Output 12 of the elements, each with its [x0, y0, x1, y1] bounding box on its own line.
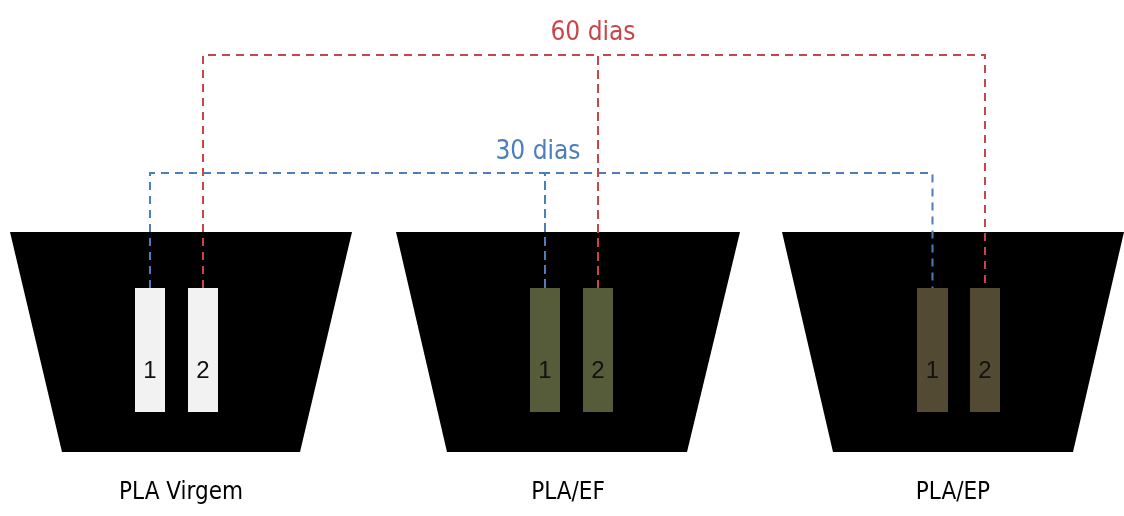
container-label: PLA/EF — [530, 476, 606, 506]
dashed-connector — [202, 54, 599, 289]
container-label: PLA Virgem — [118, 476, 244, 506]
sample-strip: 1 — [135, 288, 165, 412]
sample-strip: 2 — [583, 288, 613, 412]
sample-strip: 1 — [530, 288, 560, 412]
sample-strip: 1 — [917, 288, 948, 412]
sample-strip: 2 — [188, 288, 218, 412]
sample-strip: 2 — [970, 288, 1000, 412]
container-label: PLA/EP — [914, 476, 992, 506]
dashed-connector — [544, 172, 934, 289]
dashed-connector — [149, 172, 546, 289]
